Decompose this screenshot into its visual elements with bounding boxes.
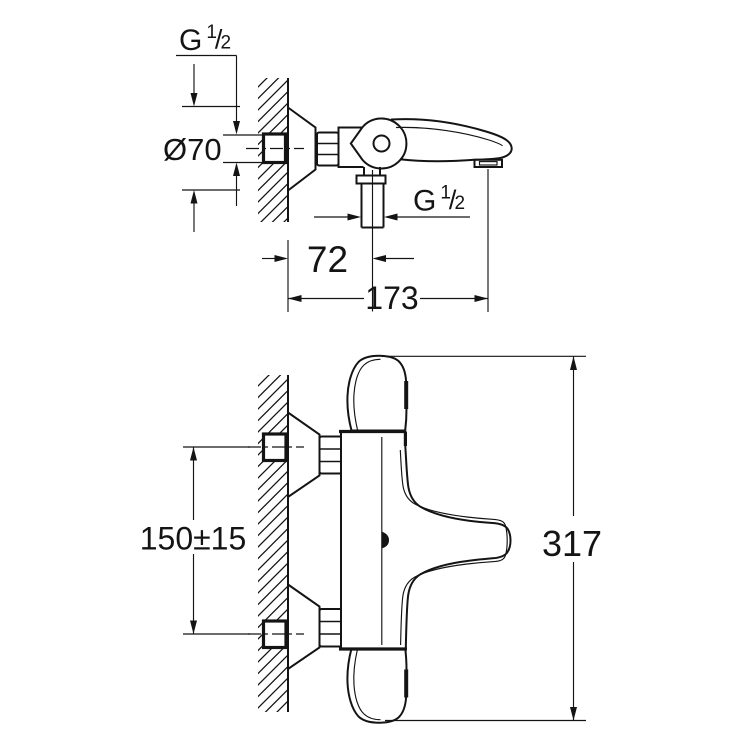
arrowhead-left — [384, 213, 398, 221]
aerator — [473, 158, 503, 169]
union-nut-facets — [317, 142, 339, 156]
outlet-collar — [355, 174, 387, 185]
union-nut — [316, 131, 340, 167]
union-nut-facets — [319, 448, 342, 463]
extension-lines — [183, 446, 250, 635]
handle-bottom — [346, 647, 409, 724]
aerator-detail — [478, 161, 498, 166]
escutcheon-bottom — [287, 582, 321, 671]
spout-outline — [404, 445, 512, 649]
spout-outline — [390, 118, 513, 163]
arrowhead-right — [347, 213, 361, 221]
dim-escutcheon-diameter: Ø70 — [163, 64, 240, 232]
dim-173: 173 — [288, 169, 489, 316]
arrowhead-down — [570, 707, 577, 721]
front-view-figure: 150±15 317 — [140, 354, 602, 724]
arrowhead-down — [233, 121, 240, 135]
dim-label-72: 72 — [307, 239, 348, 280]
dim-label-173: 173 — [365, 280, 418, 316]
wall-hatch — [258, 375, 288, 712]
handle-inner-line — [353, 648, 381, 721]
arrowhead-up — [190, 190, 198, 204]
arrowhead-down — [190, 93, 198, 107]
mixer-body-outline — [337, 126, 364, 168]
handle-top — [346, 354, 409, 432]
dim-label-150: 150±15 — [140, 521, 247, 557]
arrowhead-right — [474, 295, 488, 302]
lever-knob-center — [372, 134, 391, 153]
union-nut-body — [318, 608, 343, 648]
dim-label-317: 317 — [542, 523, 602, 564]
arrowhead-up — [233, 162, 240, 176]
extension-lines — [223, 134, 263, 164]
dim-317: 317 — [382, 355, 602, 722]
eco-button-mark — [381, 531, 389, 549]
extension-lines — [182, 105, 240, 191]
union-nut-facets — [319, 620, 342, 635]
dim-72: 72 — [262, 170, 414, 312]
arrowhead-right — [274, 255, 288, 262]
extension-lines — [382, 355, 586, 722]
mixer-body — [339, 429, 407, 651]
handle-outline — [346, 354, 408, 432]
union-nut-body — [318, 435, 343, 475]
mixer-body-fill — [341, 431, 406, 649]
spout-inner-line — [395, 126, 503, 147]
leader-line — [176, 54, 238, 121]
handle-outline — [346, 647, 408, 724]
arrowhead-down — [190, 620, 197, 634]
union-nut-body — [316, 131, 340, 167]
escutcheon-top — [287, 410, 321, 499]
arrowhead-left — [372, 255, 386, 262]
union-nut-bottom — [318, 608, 343, 648]
outlet-neck — [363, 167, 381, 176]
union-nut-top — [318, 435, 343, 475]
dim-150: 150±15 — [140, 446, 250, 635]
dim-label-dia70: Ø70 — [163, 132, 222, 167]
spout-inner-line — [399, 449, 508, 646]
shower-outlet — [355, 167, 387, 229]
spout-front — [399, 445, 512, 649]
handle-inner-line — [353, 358, 381, 431]
spout — [390, 118, 513, 169]
